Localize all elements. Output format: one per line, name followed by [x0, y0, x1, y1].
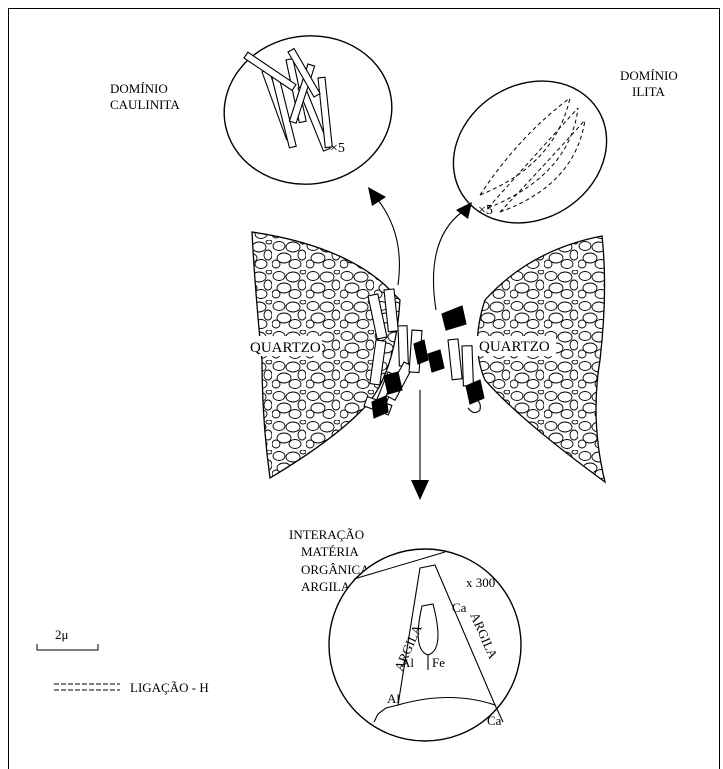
caulinita-domain: ×5 — [215, 25, 402, 195]
label-interacao: INTERAÇÃO — [289, 527, 364, 542]
arrow-to-ilita — [433, 212, 462, 310]
scale-bar: 2μ — [37, 627, 98, 650]
label-materia: MATÉRIA — [301, 544, 359, 559]
label-dominio-caulinita: DOMÍNIO — [110, 81, 168, 96]
ion-ca-corner: Ca — [487, 713, 502, 728]
label-quartzo-left: QUARTZO — [250, 340, 321, 356]
ion-fe-inner: Fe — [432, 655, 445, 670]
arrowhead-detail — [411, 480, 429, 500]
ion-ca-top: Ca — [452, 600, 467, 615]
label-quartzo-right: QUARTZO — [479, 339, 550, 355]
caulinita-magnification: ×5 — [330, 141, 345, 156]
label-dominio-ilita: DOMÍNIO — [620, 68, 678, 83]
arrowhead-ilita — [456, 202, 472, 219]
ilita-magnification: ×5 — [478, 203, 493, 218]
label-ilita: ILITA — [632, 84, 665, 99]
ion-al-inner: Al — [401, 655, 414, 670]
quartz-grain-right — [478, 236, 606, 482]
ilita-domain: ×5 — [427, 53, 634, 251]
arrow-to-caulinita — [378, 200, 399, 285]
legend-ligacao-label: LIGAÇÃO - H — [130, 680, 209, 695]
scale-label: 2μ — [55, 627, 69, 642]
arrowhead-caulinita — [368, 187, 386, 206]
interaction-detail: x 300 ARGILA ARGILA Ca Al Fe Al Ca — [329, 549, 521, 741]
detail-magnification: x 300 — [466, 575, 495, 590]
label-caulinita: CAULINITA — [110, 97, 180, 112]
label-argila: ARGILA — [301, 579, 351, 594]
ion-al-corner: Al — [387, 691, 400, 706]
legend-hydrogen-bond: LIGAÇÃO - H — [54, 680, 209, 695]
